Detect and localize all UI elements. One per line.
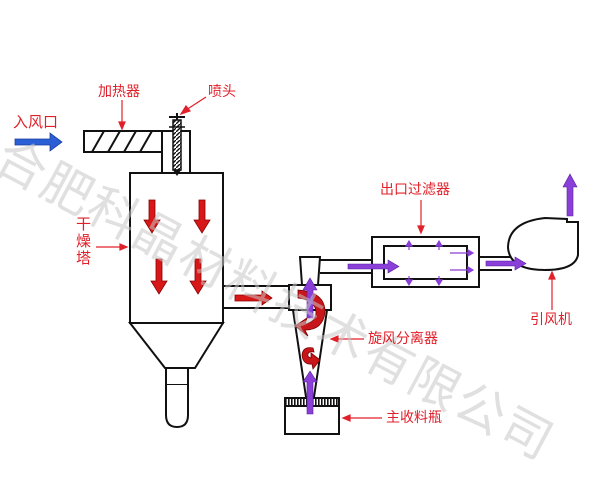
nozzle	[169, 113, 185, 176]
label-collector: 主收料瓶	[386, 410, 442, 426]
down-arrow-1	[143, 199, 161, 234]
inlet-arrow	[14, 132, 63, 152]
drying-tower	[127, 172, 225, 429]
swirl-arrows	[294, 289, 326, 370]
label-cyclone: 旋风分离器	[368, 331, 438, 347]
label-nozzle: 喷头	[208, 84, 236, 100]
label-dryer-tower: 干 燥 塔	[76, 216, 92, 267]
pointer-lines	[96, 96, 556, 422]
label-outlet-filter: 出口过滤器	[380, 182, 450, 198]
label-fan: 引风机	[530, 312, 572, 328]
hot-air-arrows	[143, 199, 273, 306]
tower-outlet-duct	[223, 285, 289, 309]
label-dryer-tower-char: 干	[76, 215, 92, 233]
label-inlet: 入风口	[13, 113, 59, 131]
label-dryer-tower-char: 塔	[76, 249, 92, 267]
down-arrow-2	[193, 199, 211, 234]
down-arrow-3	[150, 258, 168, 295]
duct-arrow	[234, 290, 273, 306]
label-heater: 加热器	[98, 84, 140, 100]
label-dryer-tower-char: 燥	[76, 232, 92, 250]
filter-flow-arrows	[404, 239, 475, 287]
exhaust-arrows	[302, 173, 578, 415]
heater	[83, 130, 165, 153]
down-arrow-4	[189, 258, 207, 295]
